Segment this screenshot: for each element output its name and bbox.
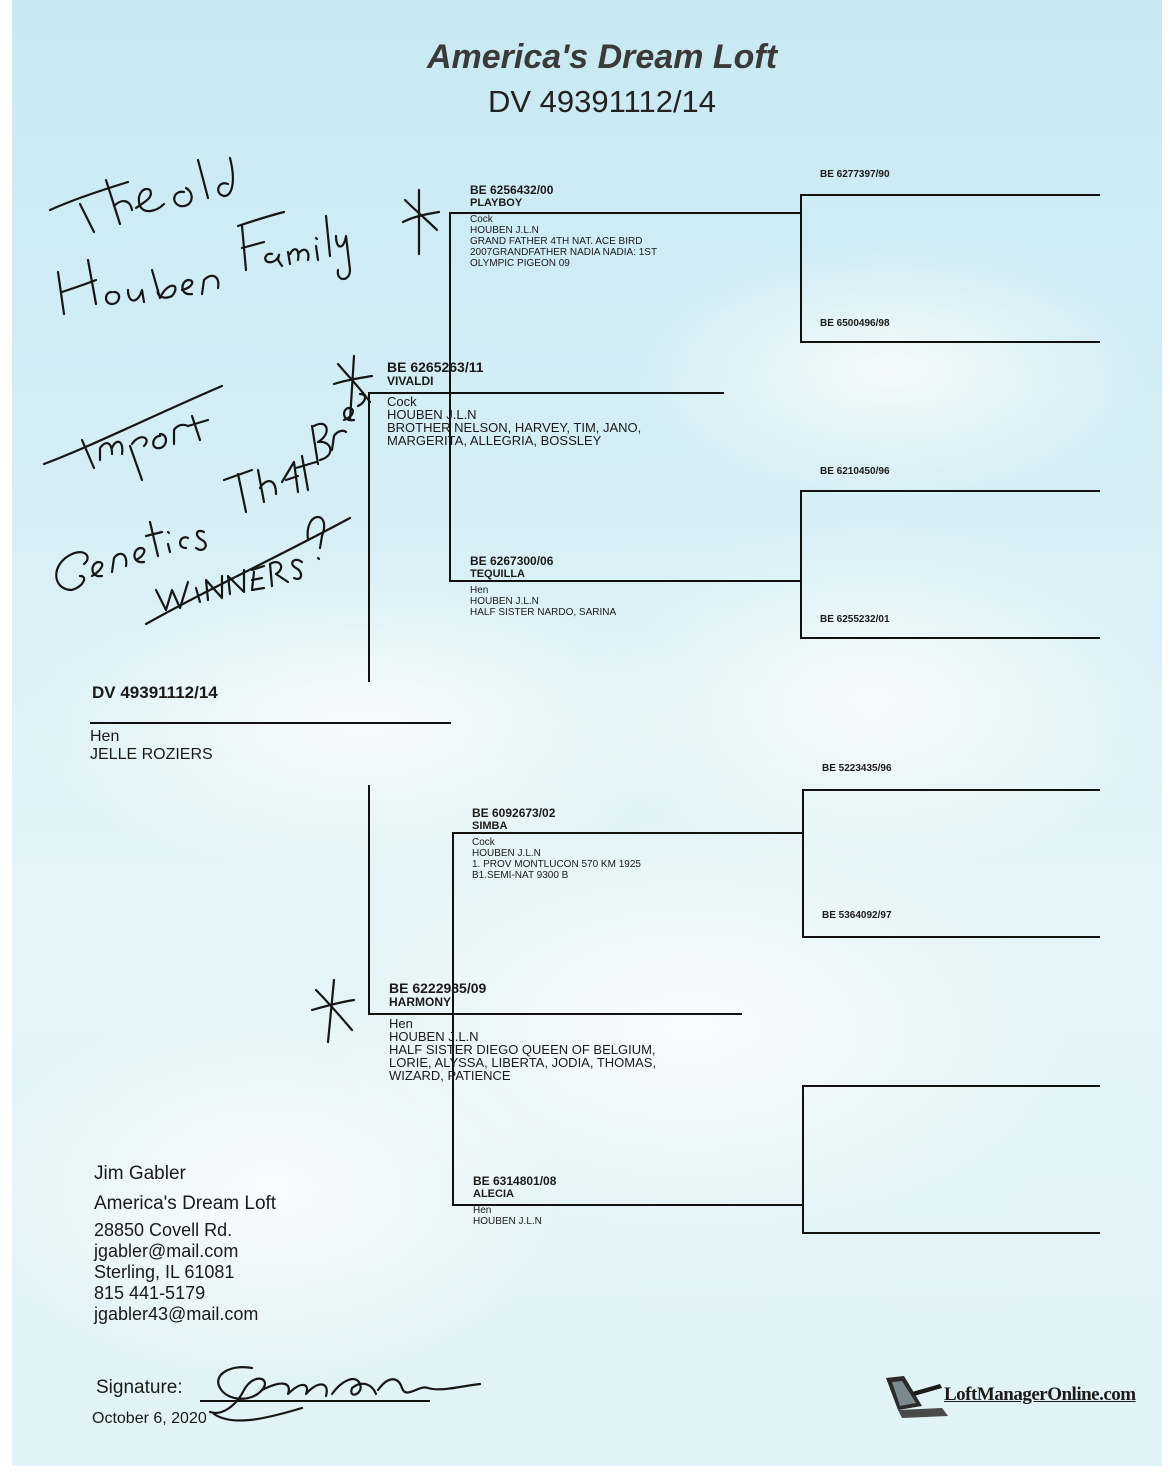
subject-sex: Hen: [90, 728, 120, 745]
ggp-line: [802, 1232, 1100, 1234]
ggp-line: [802, 936, 1100, 938]
star-mark-icon: [310, 978, 356, 1044]
pigeon-sex: Hen: [470, 585, 489, 596]
pigeon-ring: BE 6256432/00: [470, 183, 554, 197]
pedigree-sheet: America's Dream Loft DV 49391112/14 BE 6…: [12, 0, 1162, 1466]
handwritten-signature: [208, 1366, 482, 1422]
pigeon-note: WIZARD, PATIENCE: [389, 1068, 511, 1083]
sire-dam-block: BE 6267300/06 TEQUILLA Hen HOUBEN J.L.N …: [470, 554, 617, 619]
contact-email: jgabler@mail.com: [94, 1241, 239, 1261]
sire-sire-line: [449, 212, 801, 214]
ggp-ring: BE 6277397/90: [820, 169, 890, 180]
ggp-bracket: [802, 789, 804, 937]
cloud: [12, 1000, 572, 1380]
signature-line: [200, 1400, 430, 1402]
dam-dam-line: [452, 1204, 802, 1206]
ggp-line: [802, 1085, 1100, 1087]
dam-block: BE 6222985/09 HARMONY Hen HOUBEN J.L.N H…: [389, 980, 657, 1083]
pigeon-note: MARGERITA, ALLEGRIA, BOSSLEY: [387, 433, 602, 448]
pigeon-note: BROTHER NELSON, HARVEY, TIM, JANO,: [387, 420, 642, 435]
contact-phone: 815 441-5179: [94, 1283, 206, 1303]
contact-loft: America's Dream Loft: [94, 1193, 277, 1214]
logo-text: LoftManagerOnline.com: [944, 1384, 1136, 1405]
dam-sire-block: BE 6092673/02 SIMBA Cock HOUBEN J.L.N 1.…: [472, 806, 641, 882]
ggp-bracket: [802, 1085, 804, 1233]
sire-line: [368, 392, 724, 394]
contact-email: jgabler43@mail.com: [94, 1304, 259, 1324]
sire-sire-block: BE 6256432/00 PLAYBOY Cock HOUBEN J.L.N …: [470, 183, 658, 270]
sire-block: BE 6265263/11 VIVALDI Cock HOUBEN J.L.N …: [387, 359, 642, 448]
pigeon-name: VIVALDI: [387, 374, 434, 388]
pigeon-name: HARMONY: [389, 995, 451, 1009]
sire-connector: [368, 392, 370, 682]
pigeon-note: LORIE, ALYSSA, LIBERTA, JODIA, THOMAS,: [389, 1055, 657, 1070]
pigeon-name: PLAYBOY: [470, 197, 523, 209]
loftmanager-logo: LoftManagerOnline.com: [882, 1372, 1136, 1418]
dam-grandparents-connector: [452, 832, 454, 1204]
pigeon-note: 1. PROV MONTLUCON 570 KM 1925: [472, 859, 641, 870]
laptop-icon: [886, 1376, 948, 1418]
signature-date: October 6, 2020: [92, 1410, 207, 1427]
pigeon-ring: BE 6314801/08: [473, 1174, 557, 1188]
pigeon-breeder: HOUBEN J.L.N: [470, 596, 539, 607]
pigeon-sex: Cock: [470, 214, 493, 225]
ggp-ring: BE 6210450/96: [820, 466, 890, 477]
bird-id-title: DV 49391112/14: [487, 84, 717, 119]
star-mark-icon: [401, 188, 441, 256]
signature-label: Signature:: [96, 1377, 183, 1398]
pigeon-breeder: HOUBEN J.L.N: [473, 1216, 542, 1227]
pigeon-ring: BE 6265263/11: [387, 359, 484, 375]
dam-dam-block: BE 6314801/08 ALECIA Hen HOUBEN J.L.N: [473, 1174, 557, 1228]
handwritten-notes: [42, 156, 367, 626]
dam-line: [368, 1013, 742, 1015]
contact-city: Sterling, IL 61081: [94, 1262, 235, 1282]
pigeon-note: GRAND FATHER 4TH NAT. ACE BIRD: [470, 236, 643, 247]
contact-block: Jim Gabler America's Dream Loft 28850 Co…: [94, 1160, 276, 1325]
pigeon-note: OLYMPIC PIGEON 09: [470, 258, 570, 269]
loft-title: America's Dream Loft: [426, 38, 778, 76]
ggp-ring: BE 5364092/97: [822, 910, 892, 921]
ggp-bracket: [800, 490, 802, 638]
contact-address: 28850 Covell Rd.: [94, 1220, 233, 1240]
dam-sire-line: [452, 832, 802, 834]
ggp-ring: BE 6500496/98: [820, 318, 890, 329]
pigeon-sex: Cock: [387, 394, 417, 409]
pigeon-note: HALF SISTER DIEGO QUEEN OF BELGIUM,: [389, 1042, 656, 1057]
subject-ring: DV 49391112/14: [92, 683, 218, 702]
pigeon-ring: BE 6092673/02: [472, 806, 556, 820]
star-mark-icon: [332, 354, 374, 422]
sire-grandparents-connector: [449, 212, 451, 580]
ggp-line: [800, 490, 1100, 492]
pigeon-name: ALECIA: [473, 1188, 514, 1200]
cloud: [632, 240, 1152, 500]
pigeon-name: TEQUILLA: [470, 568, 525, 580]
pigeon-breeder: HOUBEN J.L.N: [389, 1029, 479, 1044]
pigeon-ring: BE 6222985/09: [389, 980, 487, 996]
ggp-line: [800, 341, 1100, 343]
ggp-line: [800, 194, 1100, 196]
dam-connector: [368, 785, 370, 1013]
pigeon-note: HALF SISTER NARDO, SARINA: [470, 607, 617, 618]
pigeon-ring: BE 6267300/06: [470, 554, 554, 568]
ggp-line: [800, 637, 1100, 639]
ggp-ring: BE 6255232/01: [820, 614, 890, 625]
pigeon-breeder: HOUBEN J.L.N: [470, 225, 539, 236]
ggp-line: [802, 789, 1100, 791]
pigeon-sex: Cock: [472, 837, 495, 848]
pigeon-note: B1.SEMI-NAT 9300 B: [472, 870, 569, 881]
pigeon-breeder: HOUBEN J.L.N: [387, 407, 477, 422]
pigeon-note: 2007GRANDFATHER NADIA NADIA: 1ST: [470, 247, 658, 258]
pigeon-sex: Hen: [473, 1205, 492, 1216]
subject-breeder: JELLE ROZIERS: [90, 746, 213, 763]
ggp-bracket: [800, 194, 802, 342]
sire-dam-line: [449, 580, 801, 582]
pigeon-breeder: HOUBEN J.L.N: [472, 848, 541, 859]
ggp-ring: BE 5223435/96: [822, 763, 892, 774]
contact-name: Jim Gabler: [94, 1163, 186, 1184]
pigeon-sex: Hen: [389, 1016, 413, 1031]
subject-line: [90, 722, 451, 724]
pigeon-name: SIMBA: [472, 820, 508, 832]
